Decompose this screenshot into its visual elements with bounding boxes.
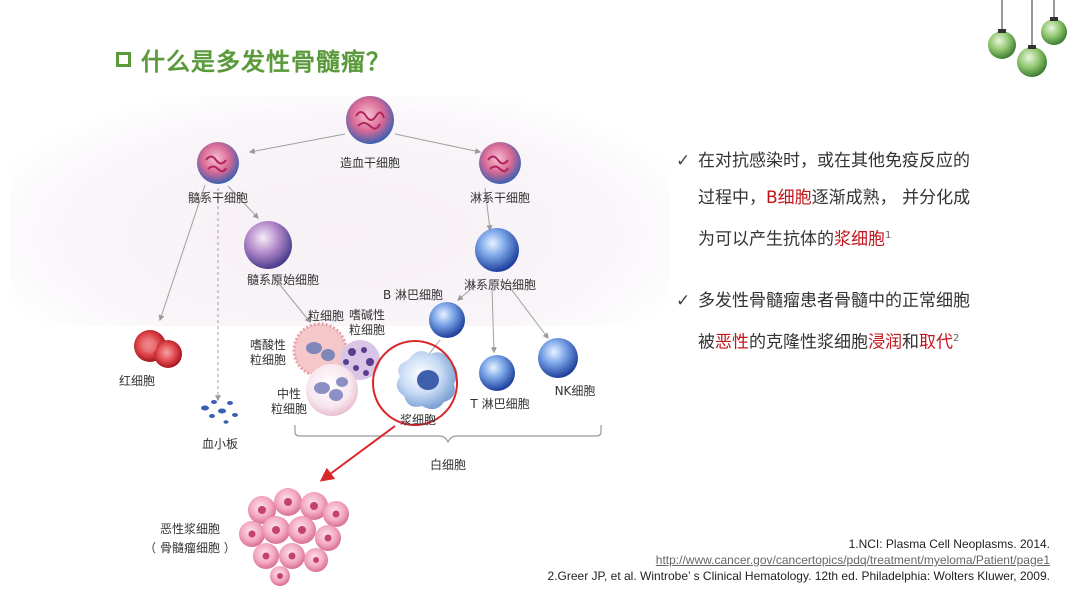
hanging-lamps-icon bbox=[980, 0, 1080, 85]
reference-2: 2.Greer JP, et al. Wintrobe’ s Clinical … bbox=[548, 568, 1050, 584]
myeloblast-cell bbox=[244, 221, 292, 269]
bullet-2-line-1: 多发性骨髓瘤患者骨髓中的正常细胞 bbox=[698, 283, 1056, 320]
platelets bbox=[201, 400, 238, 424]
label-plasma-cell: 浆细胞 bbox=[400, 412, 436, 427]
lymphoblast-cell bbox=[475, 228, 519, 272]
label-myeloblast: 髓系原始细胞 bbox=[247, 273, 319, 287]
wbc-bracket bbox=[295, 425, 601, 442]
label-lymphoblast: 淋系原始细胞 bbox=[464, 278, 536, 292]
checkmark-icon: ✓ bbox=[676, 143, 690, 180]
label-wbc: 白细胞 bbox=[430, 457, 466, 472]
slide-title: 什么是多发性骨髓瘤？ bbox=[116, 42, 391, 77]
bullet-1-line-3: 为可以产生抗体的浆细胞1 bbox=[698, 217, 1056, 259]
bullet-1-line-2: 过程中，B细胞逐渐成熟， 并分化成 bbox=[698, 180, 1056, 217]
bullet-item-2: ✓ 多发性骨髓瘤患者骨髓中的正常细胞 被恶性的克隆性浆细胞浸润和取代2 bbox=[676, 283, 1056, 362]
nk-cell bbox=[538, 338, 578, 378]
b-lymphocyte-cell bbox=[429, 302, 465, 338]
label-nk-cell: NK细胞 bbox=[555, 384, 596, 398]
label-neutrophil-1: 中性 bbox=[277, 386, 301, 401]
label-malignant-1: 恶性浆细胞 bbox=[160, 521, 220, 536]
checkmark-icon: ✓ bbox=[676, 283, 690, 320]
hematopoietic-stem-cell bbox=[346, 96, 394, 144]
highlight-malignant: 恶性 bbox=[715, 332, 749, 352]
red-blood-cells bbox=[134, 330, 182, 368]
label-neutrophil-2: 粒细胞 bbox=[271, 401, 307, 416]
neutrophil-cell bbox=[306, 364, 358, 416]
label-myeloid-stem: 髓系干细胞 bbox=[188, 191, 248, 205]
label-platelet: 血小板 bbox=[202, 437, 238, 451]
label-basophil-2: 粒细胞 bbox=[349, 322, 385, 337]
bullet-1-line-1: 在对抗感染时，或在其他免疫反应的 bbox=[698, 143, 1056, 180]
references: 1.NCI: Plasma Cell Neoplasms. 2014. http… bbox=[548, 536, 1050, 584]
lymphoid-stem-cell bbox=[479, 142, 521, 184]
hematopoiesis-diagram: 造血干细胞 髓系干细胞 淋系干细胞 髓系原始细胞 淋系原始细胞 粒细胞 B 淋巴… bbox=[0, 90, 670, 590]
label-hsc: 造血干细胞 bbox=[340, 156, 400, 170]
highlight-infiltrate: 浸润 bbox=[868, 332, 902, 352]
bullet-list: ✓ 在对抗感染时，或在其他免疫反应的 过程中，B细胞逐渐成熟， 并分化成 为可以… bbox=[676, 143, 1056, 361]
plasma-cell bbox=[397, 351, 457, 409]
page-title: 什么是多发性骨髓瘤？ bbox=[141, 42, 391, 77]
label-eosinophil-1: 嗜酸性 bbox=[250, 337, 286, 352]
myeloid-stem-cell bbox=[197, 142, 239, 184]
label-basophil-1: 嗜碱性 bbox=[349, 308, 385, 322]
label-malignant-2: （ 骨髓瘤细胞 ） bbox=[144, 540, 236, 555]
label-rbc: 红细胞 bbox=[119, 373, 155, 388]
highlight-plasma-cell: 浆细胞 bbox=[834, 230, 885, 250]
highlight-replace: 取代 bbox=[919, 332, 953, 352]
footnote-1: 1 bbox=[885, 230, 891, 241]
t-lymphocyte-cell bbox=[479, 355, 515, 391]
malignant-transform-arrow bbox=[322, 426, 395, 480]
malignant-plasma-cell-cluster bbox=[239, 488, 349, 586]
label-lymphoid-stem: 淋系干细胞 bbox=[470, 191, 530, 205]
reference-1-link[interactable]: http://www.cancer.gov/cancertopics/pdq/t… bbox=[656, 553, 1050, 567]
bullet-item-1: ✓ 在对抗感染时，或在其他免疫反应的 过程中，B细胞逐渐成熟， 并分化成 为可以… bbox=[676, 143, 1056, 259]
checkbox-icon bbox=[116, 52, 131, 67]
footnote-2: 2 bbox=[953, 333, 959, 344]
reference-1: 1.NCI: Plasma Cell Neoplasms. 2014. bbox=[548, 536, 1050, 552]
label-eosinophil-2: 粒细胞 bbox=[250, 352, 286, 367]
label-t-lymphocyte: T 淋巴细胞 bbox=[469, 397, 529, 411]
highlight-b-cell: B细胞 bbox=[766, 188, 812, 208]
label-granulocyte: 粒细胞 bbox=[308, 308, 344, 323]
bullet-2-line-2: 被恶性的克隆性浆细胞浸润和取代2 bbox=[698, 320, 1056, 362]
label-b-lymphocyte: B 淋巴细胞 bbox=[383, 288, 443, 302]
